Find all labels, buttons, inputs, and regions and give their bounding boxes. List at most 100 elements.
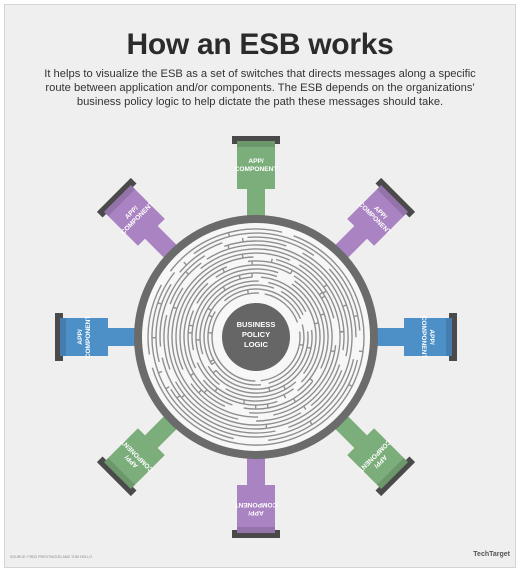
component-label-line: APP/ [77,329,84,345]
hub-label-line: BUSINESS [237,320,276,329]
maze-arc [293,235,365,388]
maze-switch [318,291,323,296]
component-top-band [237,527,275,533]
maze-switch [241,237,244,243]
component-block[interactable] [347,428,409,490]
component-shadow [232,530,280,538]
maze-arc [268,359,355,437]
component-label-text: APP/COMPONENT [235,158,278,173]
maze-arc [211,339,256,382]
maze-arc [196,268,279,304]
maze-arc [151,367,353,446]
maze-arc [268,324,305,384]
component-label: APP/COMPONENT [77,316,92,359]
maze-arc [247,236,315,257]
maze-arc [256,264,341,422]
maze-arc [268,281,307,313]
maze-switch [348,383,353,387]
component-label: APP/COMPONENT [420,316,435,359]
maze-switch [207,307,212,312]
maze-arc [293,275,329,369]
maze-arc [223,240,287,248]
connector-stem [247,187,265,221]
maze-arc [203,317,213,365]
maze-arc [183,282,233,406]
component-shadow [375,456,416,497]
component-top-band [237,141,275,147]
maze-arc [247,260,305,279]
component-3[interactable]: APP/COMPONENT [372,313,457,361]
maze-arc [334,345,337,350]
maze-arc [224,288,302,320]
maze-arc [211,292,259,340]
maze-switch [314,322,319,325]
component-block[interactable] [237,485,275,533]
component-7[interactable]: APP/COMPONENT [55,313,140,361]
components-layer: APP/COMPONENTAPP/COMPONENTAPP/COMPONENTA… [55,136,457,538]
maze-switch [183,261,188,266]
maze-arc [159,255,206,347]
business-policy-hub [222,303,290,371]
component-block[interactable] [60,318,108,356]
maze-switch [222,286,226,291]
component-label-line: COMPONENT [235,166,278,173]
component-label-line: APP/ [248,509,264,516]
maze-switch [309,420,313,425]
maze-switch [309,378,314,382]
maze-switch [190,372,195,377]
component-label-text: APP/COMPONENT [77,316,92,359]
maze-arc [225,381,297,398]
maze-switch [238,275,241,280]
component-8[interactable]: APP/COMPONENT [96,177,191,272]
component-top-band [376,457,409,490]
component-shadow [232,136,280,144]
maze-arc [310,364,341,407]
maze-arc [169,228,283,272]
component-5[interactable]: APP/COMPONENT [232,453,280,538]
maze-arc [288,252,353,429]
maze-arc [147,284,163,355]
maze-arc [264,293,299,323]
maze-arc [207,365,278,394]
maze-switch [158,370,163,374]
maze-arc [179,242,223,273]
connector-stem [372,328,406,346]
switch-maze [147,228,365,446]
maze-arc [206,244,349,357]
maze-switch [270,258,273,263]
component-2[interactable]: APP/COMPONENT [321,177,416,272]
component-label: APP/COMPONENT [235,501,278,516]
maze-arc [268,359,359,441]
maze-switch [209,359,215,363]
maze-arc [190,357,197,369]
component-top-band [60,318,66,356]
maze-switch [241,253,244,259]
maze-arc [207,284,275,318]
component-block[interactable] [103,184,165,246]
component-block[interactable] [237,141,275,189]
component-block[interactable] [103,428,165,490]
maze-arc [273,348,336,416]
maze-arc [300,293,321,383]
component-label-line: APP/ [428,329,435,345]
maze-arc [200,248,345,351]
maze-switch [176,395,181,399]
maze-switch [321,295,326,299]
maze-switch [299,343,304,346]
maze-arc [175,256,254,370]
maze-switch [353,314,358,318]
maze-arc [193,232,261,255]
maze-arc [190,383,259,418]
maze-switch [188,324,194,327]
maze-switch [227,244,230,250]
component-label-line: APP/ [248,158,264,165]
component-label: APP/COMPONENT [235,158,278,173]
maze-arc [207,311,216,363]
maze-switch [203,389,208,394]
component-shadow [375,177,416,218]
component-1[interactable]: APP/COMPONENT [232,136,280,221]
component-block[interactable] [404,318,452,356]
component-block[interactable] [347,184,409,246]
